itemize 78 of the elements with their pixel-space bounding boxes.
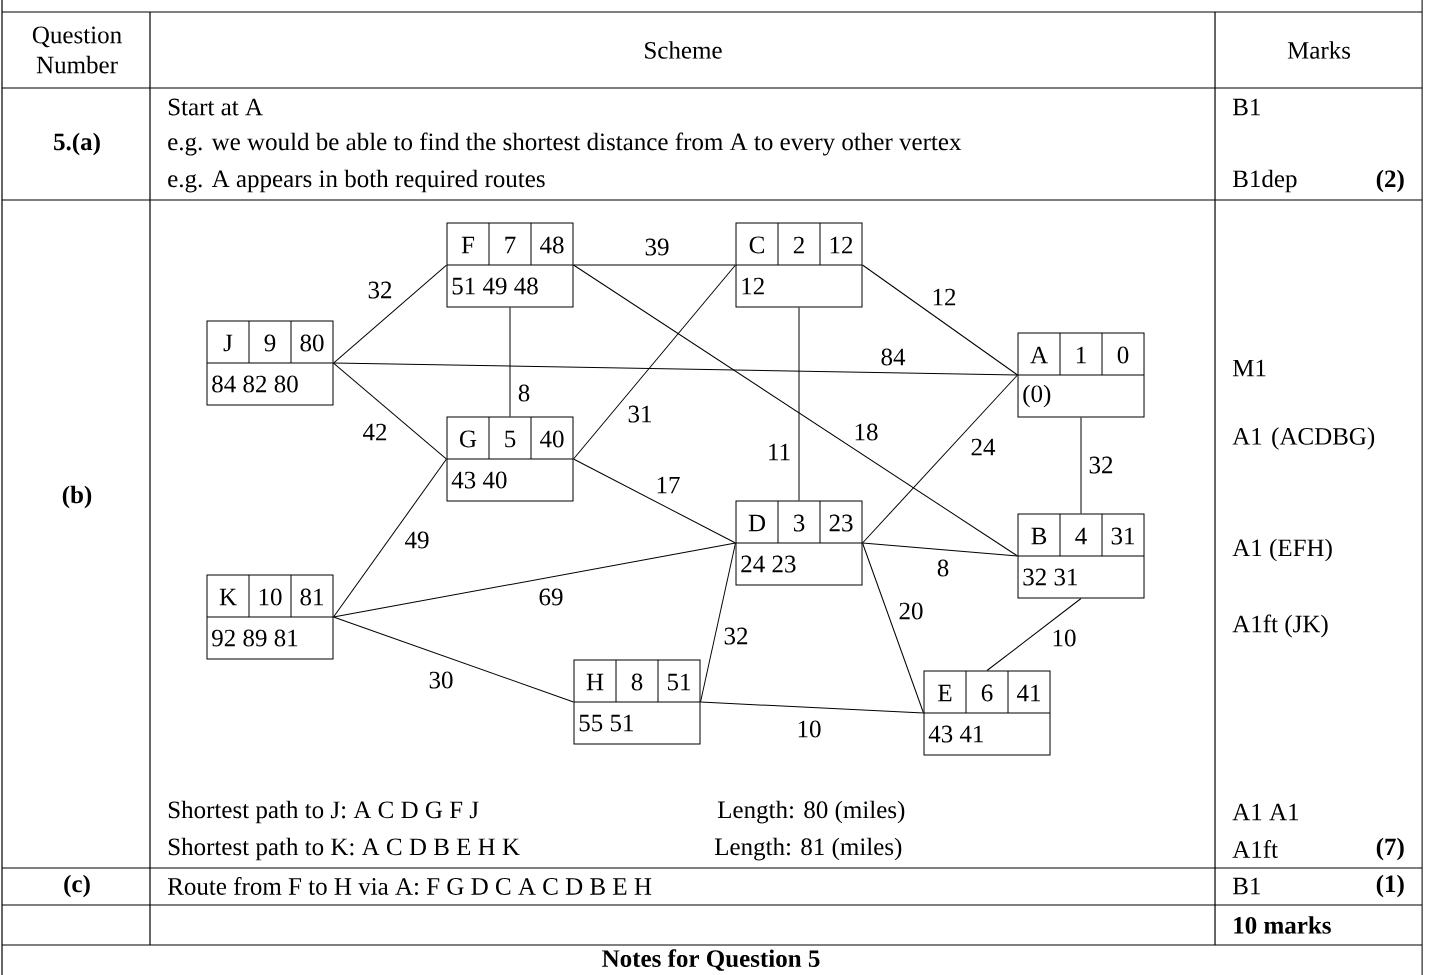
edge-label: 11 [766, 442, 793, 462]
table-cell-text: Marks [1287, 41, 1351, 59]
table-cell-text: Length: 80 (miles) [717, 800, 905, 824]
table-cell-text: Question Number [32, 26, 122, 74]
table-cell-text: (7) [1376, 837, 1404, 861]
graph-edge [333, 264, 447, 364]
edge-label: 39 [643, 237, 671, 257]
graph-edge [798, 307, 800, 501]
table-cell-text: B1 [1232, 877, 1260, 895]
edge-label: 69 [537, 587, 565, 607]
vertex-box: G 5 40 43 40 [446, 416, 574, 502]
graph-edge [333, 458, 447, 618]
edge-label: 42 [361, 422, 389, 442]
graph-edge [700, 542, 736, 703]
vertex-box: E 6 41 43 41 [923, 670, 1051, 756]
vertex-box: F 7 48 51 49 48 [446, 222, 574, 308]
table-cell-text: B1dep [1232, 169, 1297, 193]
table-cell-text: e.g. we would be able to find the shortest distance from A to every other vertex [168, 132, 962, 156]
table-cell-text: Length: 81 (miles) [714, 837, 902, 861]
graph-edge [333, 362, 447, 460]
table-cell-text: A1 (ACDBG) [1232, 427, 1375, 450]
graph-edge [862, 374, 1018, 544]
table-cell-text: A1 (EFH) [1232, 538, 1332, 562]
vertex-box: H 8 51 55 51 [573, 659, 701, 745]
graph-edge [573, 264, 1018, 557]
edge-label: 30 [427, 670, 455, 690]
edge-label: 10 [1050, 628, 1078, 648]
table-cell-text: A1ft [1232, 840, 1278, 858]
graph-edge [862, 542, 924, 714]
table-cell-text: 10 marks [1234, 916, 1331, 934]
table-cell-text: A1 A1 [1232, 803, 1299, 821]
table-cell-text: Shortest path to K: A C D B E H K [168, 837, 520, 861]
table-cell-text: Start at A [168, 98, 263, 116]
edge-label: 32 [722, 626, 750, 646]
graph-edge [573, 264, 736, 460]
table-cell-text: (b) [62, 485, 92, 509]
table-cell-text: Scheme [645, 41, 722, 59]
table-cell-text: Shortest path to J: A C D G F J [168, 800, 479, 824]
edge-label: 8 [516, 383, 532, 403]
graph-edge [1080, 417, 1082, 514]
graph-edge [333, 362, 1018, 376]
vertex-box: J 9 80 84 82 80 [206, 320, 334, 406]
graph-edge [509, 307, 511, 417]
table-cell-text: Notes for Question 5 [602, 949, 820, 971]
vertex-box: A 1 0 (0) [1017, 332, 1145, 418]
table-cell-text: M1 [1232, 359, 1266, 377]
edge-label: 17 [654, 475, 682, 495]
edge-label: 20 [897, 601, 925, 621]
table-cell-text: B1 [1232, 98, 1260, 116]
graph-edge [986, 598, 1082, 671]
edge-label: 84 [879, 347, 907, 367]
table-cell-text: A1ft (JK) [1232, 614, 1328, 638]
edge-label: 8 [935, 558, 951, 578]
edge-label: 10 [795, 719, 823, 739]
graph-edge [862, 264, 1018, 376]
graph-edge [573, 264, 736, 266]
table-cell-text: (2) [1376, 169, 1404, 193]
edge-label: 32 [366, 280, 394, 300]
vertex-box: K 10 81 92 89 81 [206, 574, 334, 660]
edge-label: 31 [626, 404, 654, 424]
graph-edge [333, 616, 574, 703]
edge-label: 49 [403, 530, 431, 550]
table-cell-text: (1) [1376, 874, 1404, 898]
graph-edge [700, 701, 924, 714]
table-cell-text: Route from F to H via A: F G D C A C D B E H [167, 877, 652, 895]
graph-edge [862, 542, 1018, 557]
edge-label: 18 [852, 422, 880, 442]
table-cell-text: (c) [64, 874, 90, 898]
edge-label: 32 [1087, 455, 1115, 475]
vertex-box: B 4 31 32 31 [1017, 513, 1145, 599]
edge-label: 12 [930, 287, 958, 307]
graph-edge [573, 458, 736, 544]
table-cell-text: 5.(a) [54, 132, 100, 156]
edge-label: 24 [969, 437, 997, 457]
graph-edge [333, 542, 736, 618]
vertex-box: D 3 23 24 23 [735, 500, 863, 586]
vertex-box: C 2 12 12 [735, 222, 863, 308]
table-cell-text: e.g. A appears in both required routes [168, 169, 545, 193]
